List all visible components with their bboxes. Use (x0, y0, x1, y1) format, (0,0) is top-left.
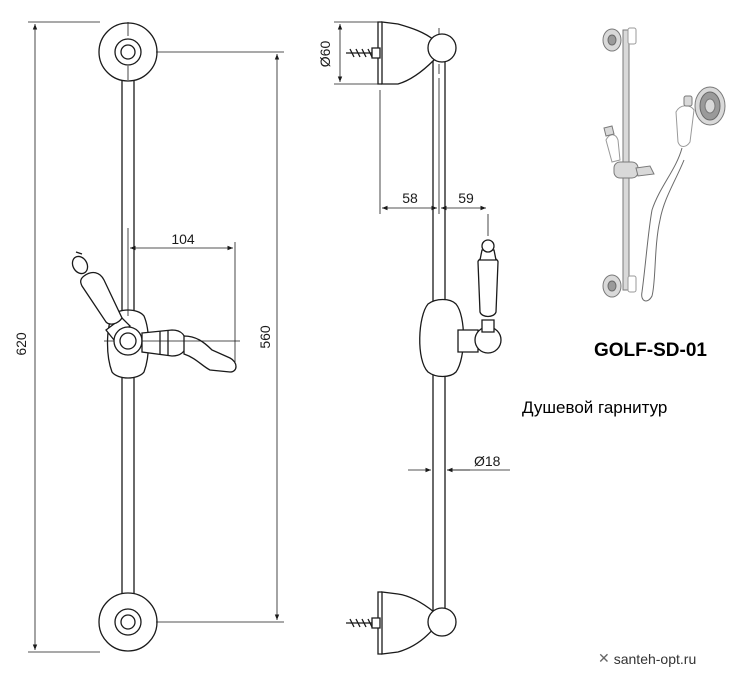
dim-104-label: 104 (171, 231, 195, 247)
dim-diameter-60-label: Ø60 (317, 41, 333, 68)
front-holder-arm (141, 329, 237, 373)
dim-560-label: 560 (257, 325, 273, 349)
dim-59-label: 59 (458, 190, 474, 206)
side-view (346, 21, 502, 655)
front-bottom-bracket (98, 592, 158, 652)
product-photo (602, 27, 726, 302)
site-url: santeh-opt.ru (613, 650, 697, 667)
side-dimensions (334, 21, 510, 473)
model-code: GOLF-SD-01 (594, 340, 707, 361)
cross-arrows-icon: ✕ (598, 650, 610, 666)
side-bottom-bracket (346, 591, 457, 655)
side-slider-body (419, 298, 465, 378)
front-slider-knob (113, 326, 143, 356)
product-description: Душевой гарнитур (522, 398, 668, 417)
front-dimensions (28, 21, 284, 653)
dim-620-label: 620 (13, 332, 29, 356)
front-view (71, 22, 240, 652)
side-lever-handle (457, 239, 502, 354)
front-lever-handle (71, 251, 131, 341)
site-watermark: ✕ santeh-opt.ru (598, 650, 696, 667)
side-top-bracket (346, 21, 457, 85)
dim-58-label: 58 (402, 190, 418, 206)
dim-diameter-18-label: Ø18 (474, 453, 501, 469)
